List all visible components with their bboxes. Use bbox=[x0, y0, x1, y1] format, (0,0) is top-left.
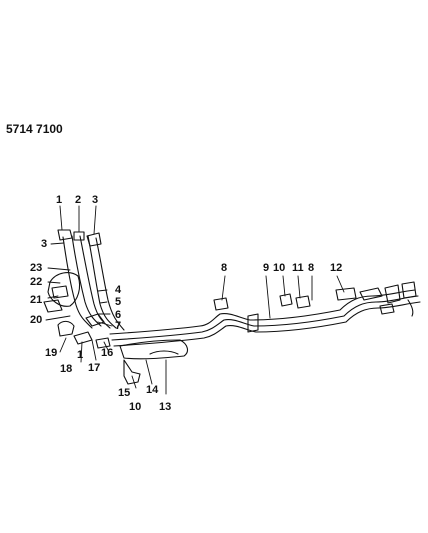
callout-13: 13 bbox=[159, 401, 172, 413]
diagram-reference-number: 5714 7100 bbox=[6, 122, 63, 136]
callout-8: 8 bbox=[221, 262, 228, 274]
callout-21: 21 bbox=[30, 294, 43, 306]
leader-lines bbox=[45, 205, 345, 395]
callout-2: 2 bbox=[75, 194, 82, 206]
callout-17: 17 bbox=[88, 362, 101, 374]
callout-16: 16 bbox=[101, 347, 114, 359]
callout-22: 22 bbox=[30, 276, 43, 288]
callout-12: 12 bbox=[330, 262, 343, 274]
main-fuel-lines bbox=[109, 289, 421, 347]
callout-23: 23 bbox=[30, 262, 43, 274]
callout-7: 7 bbox=[115, 320, 122, 332]
callout-1: 1 bbox=[56, 194, 63, 206]
mid-clamps bbox=[213, 287, 357, 333]
callout-10: 10 bbox=[273, 262, 286, 274]
callout-11: 11 bbox=[292, 262, 304, 274]
callout-9: 9 bbox=[263, 262, 270, 274]
callout-10-lower: 10 bbox=[129, 401, 142, 413]
callout-14: 14 bbox=[146, 384, 159, 396]
callout-3: 3 bbox=[92, 194, 99, 206]
rear-lines bbox=[359, 281, 417, 317]
callout-19: 19 bbox=[45, 347, 58, 359]
callout-20: 20 bbox=[30, 314, 43, 326]
callout-6: 6 bbox=[115, 309, 122, 321]
callout-15: 15 bbox=[118, 387, 131, 399]
callout-5: 5 bbox=[115, 296, 122, 308]
callout-18: 18 bbox=[60, 363, 73, 375]
filler-neck-assembly bbox=[43, 272, 81, 337]
callout-1-lower: 1 bbox=[77, 349, 84, 361]
upper-clamps bbox=[57, 229, 102, 247]
callout-4: 4 bbox=[115, 284, 122, 296]
callout-3-left: 3 bbox=[41, 238, 48, 250]
fuel-tank-section bbox=[119, 339, 189, 385]
callout-8-right: 8 bbox=[308, 262, 315, 274]
